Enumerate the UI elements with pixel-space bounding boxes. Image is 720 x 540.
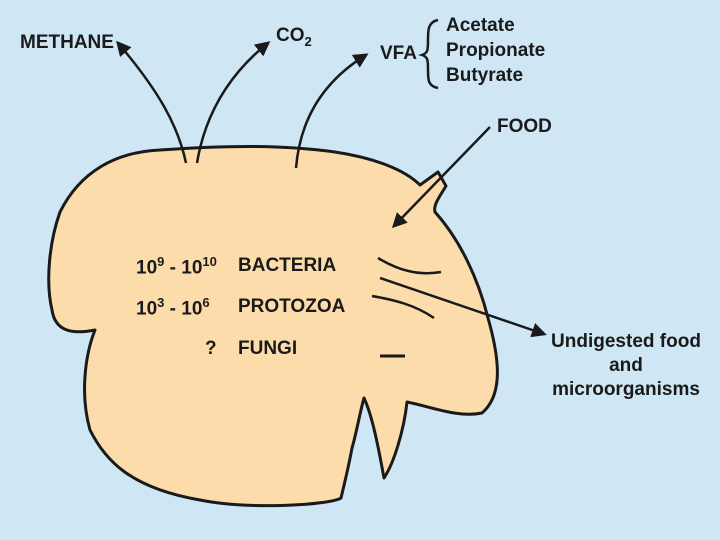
count-exponent: 9: [157, 254, 165, 269]
vfa-type-propionate: Propionate: [446, 40, 546, 61]
methane-label: METHANE: [20, 32, 114, 53]
count-base: 10: [181, 298, 203, 320]
count-separator: -: [164, 298, 182, 320]
count-base: 10: [136, 257, 158, 279]
count-separator: -: [164, 257, 182, 279]
output-line: microorganisms: [552, 379, 700, 400]
methane-arrow: [116, 40, 188, 164]
count-exponent: 3: [157, 295, 165, 310]
count-exponent: 10: [202, 254, 217, 269]
fold-line: [371, 294, 435, 320]
bacteria-label: BACTERIA: [238, 255, 337, 276]
count-exponent: 6: [202, 295, 210, 310]
fold-line: [377, 256, 442, 275]
count-base: 10: [181, 257, 203, 279]
food-label: FOOD: [497, 116, 552, 137]
protozoa-label: PROTOZOA: [238, 296, 346, 317]
co2-base: CO: [276, 25, 305, 46]
vfa-label: VFA: [380, 43, 417, 64]
vfa-type-acetate: Acetate: [446, 15, 515, 36]
fungi-label: FUNGI: [238, 338, 298, 359]
co2-label: CO2: [276, 26, 312, 48]
fungi-count: ?: [205, 338, 217, 359]
vfa-brace: [418, 18, 439, 90]
output-line: Undigested food: [551, 331, 701, 352]
bacteria-count: 109 - 1010: [136, 255, 217, 277]
co2-arrow: [195, 41, 271, 164]
food-arrow: [391, 126, 491, 229]
rumen-body: [47, 144, 499, 508]
vfa-arrow: [294, 53, 369, 169]
protozoa-count: 103 - 106: [136, 296, 210, 318]
vfa-type-butyrate: Butyrate: [446, 65, 524, 86]
count-base: 10: [136, 298, 158, 320]
output-label: Undigested food and microorganisms: [548, 330, 704, 402]
output-line: and: [609, 355, 643, 376]
co2-subscript: 2: [304, 33, 312, 49]
output-arrow: [379, 276, 547, 338]
